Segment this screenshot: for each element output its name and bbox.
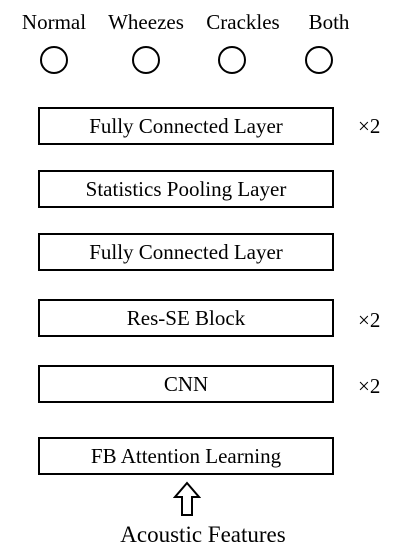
multiplier-fully-connected-top: ×2 [358, 114, 381, 138]
layer-statistics-pooling: Statistics Pooling Layer [38, 170, 334, 208]
up-arrow-icon [173, 481, 201, 516]
multiplier-res-se-block: ×2 [358, 308, 381, 332]
layer-fb-attention-learning: FB Attention Learning [38, 437, 334, 475]
output-node-wheezes [132, 46, 160, 74]
class-label-crackles: Crackles [206, 10, 280, 34]
output-node-normal [40, 46, 68, 74]
class-label-both: Both [308, 10, 350, 34]
class-label-normal: Normal [21, 10, 87, 34]
layer-cnn: CNN [38, 365, 334, 403]
layer-fully-connected: Fully Connected Layer [38, 233, 334, 271]
layer-fully-connected-top: Fully Connected Layer [38, 107, 334, 145]
input-label: Acoustic Features [120, 522, 286, 547]
output-node-crackles [218, 46, 246, 74]
multiplier-cnn: ×2 [358, 374, 381, 398]
layer-res-se-block: Res-SE Block [38, 299, 334, 337]
class-label-wheezes: Wheezes [108, 10, 184, 34]
output-node-both [305, 46, 333, 74]
